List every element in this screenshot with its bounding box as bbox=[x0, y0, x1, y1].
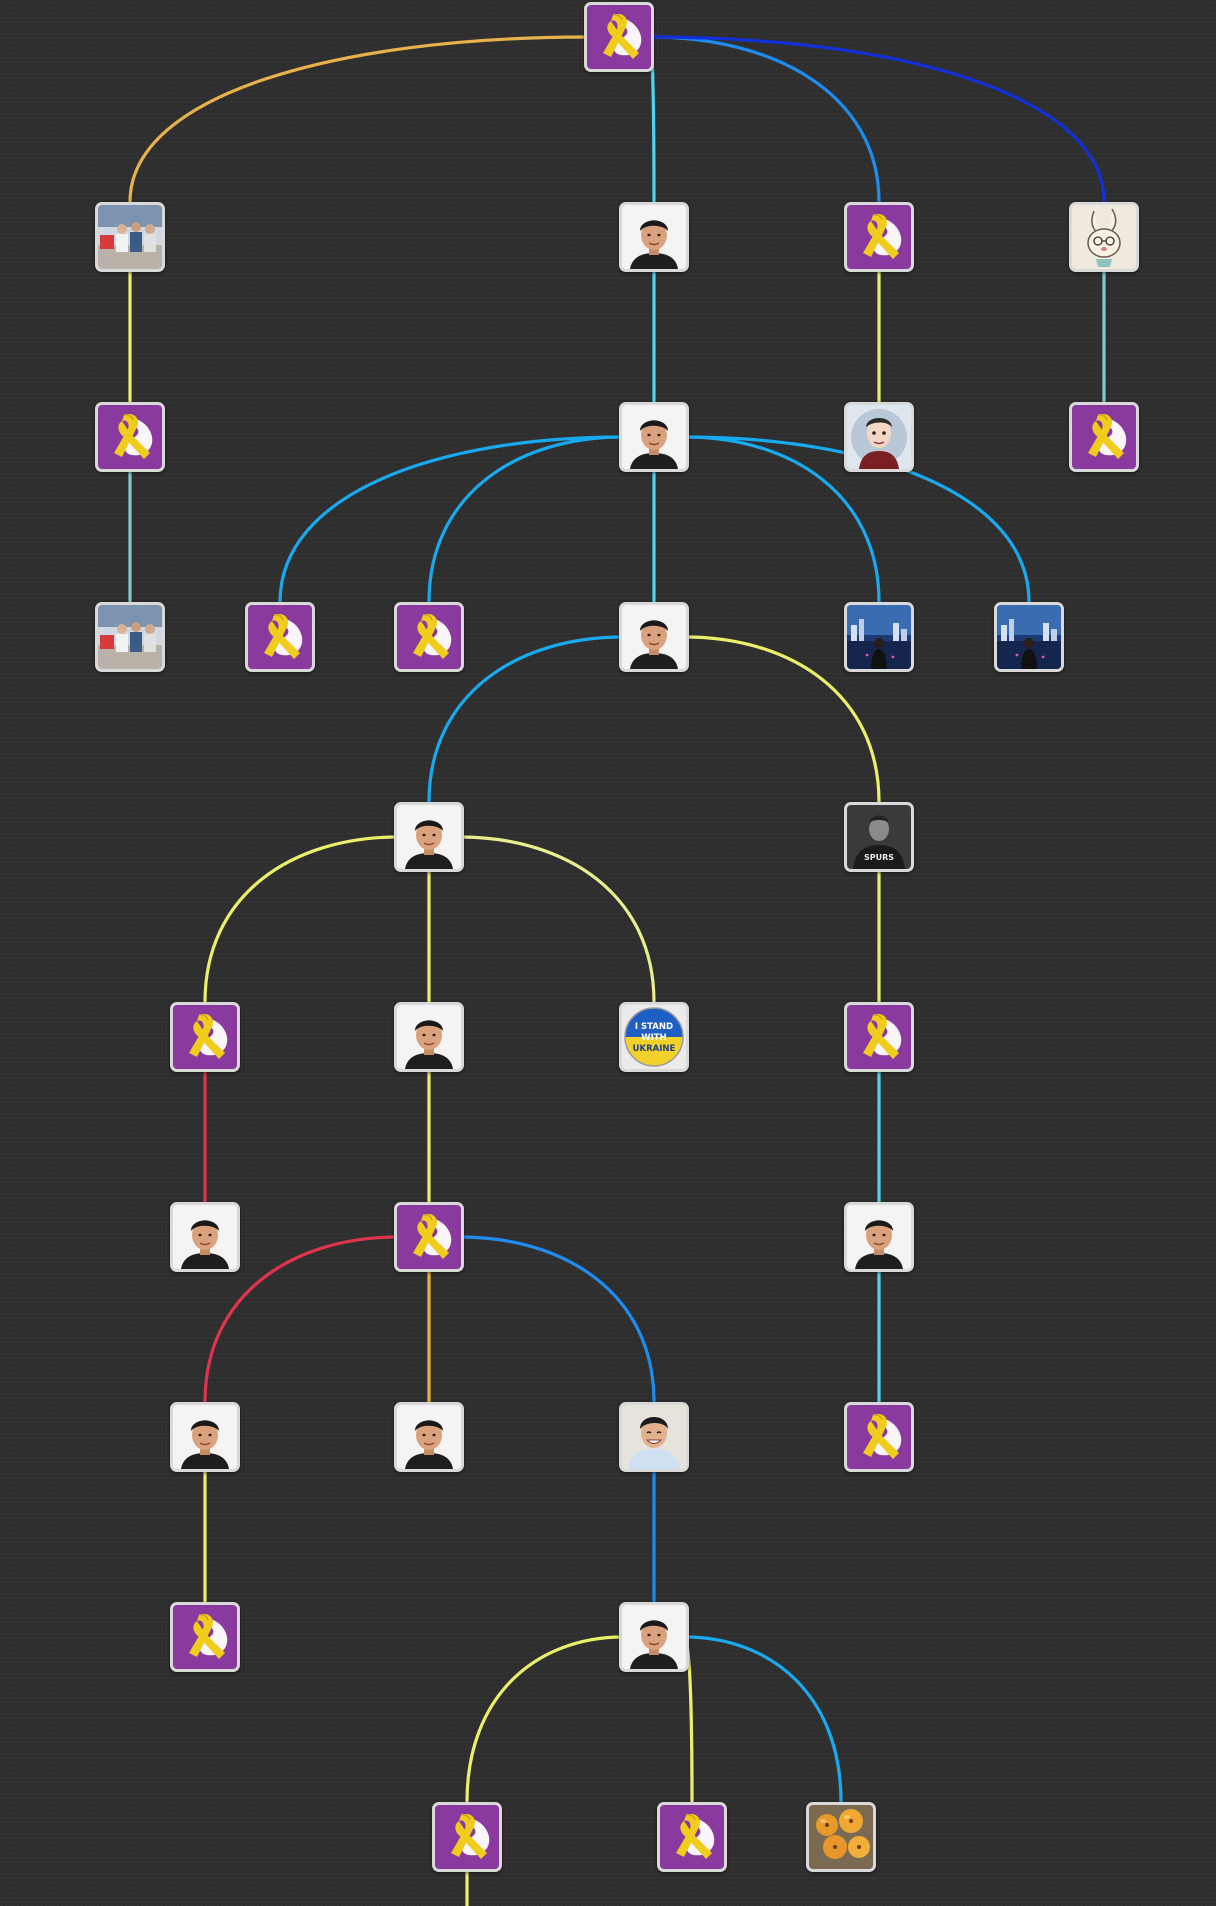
cityscape-avatar bbox=[847, 605, 911, 669]
edge-n7-n11 bbox=[278, 435, 625, 604]
edge-n23-n27 bbox=[458, 1235, 656, 1404]
portrait-avatar bbox=[847, 1205, 911, 1269]
yellow-ribbon-icon bbox=[397, 605, 461, 669]
tree-node-n29[interactable] bbox=[170, 1602, 240, 1672]
yellow-ribbon-icon bbox=[98, 405, 162, 469]
tree-node-n7[interactable] bbox=[619, 402, 689, 472]
edge-n7-n15 bbox=[683, 435, 1031, 604]
portrait-avatar bbox=[622, 205, 686, 269]
tree-node-n2[interactable] bbox=[95, 202, 165, 272]
tree-node-n3[interactable] bbox=[619, 202, 689, 272]
tree-node-n23[interactable] bbox=[394, 1202, 464, 1272]
yellow-ribbon-icon bbox=[173, 1005, 237, 1069]
tree-node-n4[interactable] bbox=[844, 202, 914, 272]
yellow-ribbon-icon bbox=[173, 1605, 237, 1669]
loquat-fruit-avatar bbox=[809, 1805, 873, 1869]
tree-node-n8[interactable] bbox=[844, 402, 914, 472]
tree-node-n19[interactable] bbox=[394, 1002, 464, 1072]
tree-node-n30[interactable] bbox=[619, 1602, 689, 1672]
portrait-avatar bbox=[397, 805, 461, 869]
edge-n30-n31 bbox=[465, 1635, 625, 1804]
edge-n16-n18 bbox=[203, 835, 400, 1004]
portrait-avatar bbox=[622, 1605, 686, 1669]
yellow-ribbon-icon bbox=[847, 1405, 911, 1469]
edge-n7-n14 bbox=[683, 435, 881, 604]
tree-node-n20[interactable]: I STAND WITH UKRAINE bbox=[619, 1002, 689, 1072]
edge-n13-n16 bbox=[427, 635, 625, 804]
yellow-ribbon-icon bbox=[847, 205, 911, 269]
edge-n1-n2 bbox=[128, 35, 590, 204]
edge-n1-n5 bbox=[648, 35, 1106, 204]
portrait-avatar bbox=[622, 605, 686, 669]
tree-node-n25[interactable] bbox=[170, 1402, 240, 1472]
tree-node-n1[interactable] bbox=[584, 2, 654, 72]
edge-n23-n25 bbox=[203, 1235, 400, 1404]
yellow-ribbon-icon bbox=[435, 1805, 499, 1869]
rabbit-sketch-avatar bbox=[1072, 205, 1136, 269]
tree-node-n16[interactable] bbox=[394, 802, 464, 872]
edge-n1-n4 bbox=[648, 35, 881, 204]
ukraine-badge-line-3: UKRAINE bbox=[633, 1044, 676, 1054]
tree-node-n15[interactable] bbox=[994, 602, 1064, 672]
edge-n13-n17 bbox=[683, 635, 881, 804]
yellow-ribbon-icon bbox=[397, 1205, 461, 1269]
yellow-ribbon-icon bbox=[1072, 405, 1136, 469]
ukraine-badge-line-2: WITH bbox=[641, 1033, 666, 1043]
athlete-bw-avatar: SPURS bbox=[847, 805, 911, 869]
portrait-avatar bbox=[397, 1005, 461, 1069]
smiling-man-avatar bbox=[622, 1405, 686, 1469]
tree-node-n24[interactable] bbox=[844, 1202, 914, 1272]
tree-node-n17[interactable]: SPURS bbox=[844, 802, 914, 872]
tree-node-n28[interactable] bbox=[844, 1402, 914, 1472]
athlete-jersey-text: SPURS bbox=[864, 853, 894, 862]
tree-node-n18[interactable] bbox=[170, 1002, 240, 1072]
tree-node-n33[interactable] bbox=[806, 1802, 876, 1872]
tree-node-n11[interactable] bbox=[245, 602, 315, 672]
yellow-ribbon-icon bbox=[248, 605, 312, 669]
tree-node-n21[interactable] bbox=[844, 1002, 914, 1072]
tree-node-n26[interactable] bbox=[394, 1402, 464, 1472]
tree-node-n5[interactable] bbox=[1069, 202, 1139, 272]
portrait-avatar bbox=[173, 1205, 237, 1269]
tree-node-n27[interactable] bbox=[619, 1402, 689, 1472]
tree-node-n10[interactable] bbox=[95, 602, 165, 672]
portrait-avatar bbox=[397, 1405, 461, 1469]
tree-node-n22[interactable] bbox=[170, 1202, 240, 1272]
yellow-ribbon-icon bbox=[587, 5, 651, 69]
group-photo-avatar bbox=[98, 605, 162, 669]
yellow-ribbon-icon bbox=[847, 1005, 911, 1069]
ukraine-badge-avatar: I STAND WITH UKRAINE bbox=[622, 1005, 686, 1069]
group-photo-avatar bbox=[98, 205, 162, 269]
edge-n7-n12 bbox=[427, 435, 625, 604]
tree-node-n9[interactable] bbox=[1069, 402, 1139, 472]
cityscape-avatar bbox=[997, 605, 1061, 669]
edge-n16-n20 bbox=[458, 835, 656, 1004]
portrait-avatar bbox=[173, 1405, 237, 1469]
ukraine-badge-line-1: I STAND bbox=[635, 1022, 673, 1032]
edge-n30-n33 bbox=[683, 1635, 843, 1804]
tree-node-n31[interactable] bbox=[432, 1802, 502, 1872]
tree-node-n12[interactable] bbox=[394, 602, 464, 672]
tree-node-n32[interactable] bbox=[657, 1802, 727, 1872]
tree-node-n14[interactable] bbox=[844, 602, 914, 672]
tree-node-n13[interactable] bbox=[619, 602, 689, 672]
yellow-ribbon-icon bbox=[660, 1805, 724, 1869]
cartoon-man-avatar bbox=[847, 405, 911, 469]
portrait-avatar bbox=[622, 405, 686, 469]
tree-node-n6[interactable] bbox=[95, 402, 165, 472]
